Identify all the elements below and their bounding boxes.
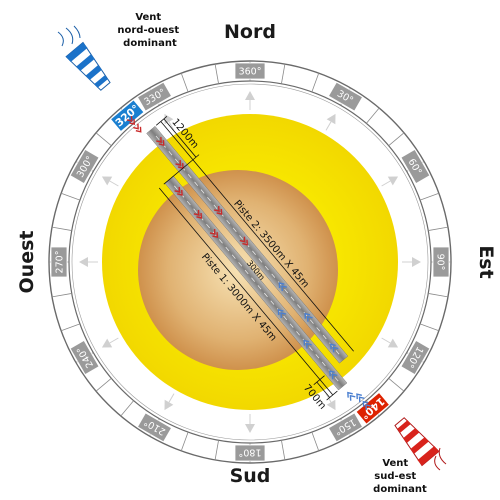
heading-label: 180°: [239, 447, 262, 458]
arrow-landing-southeast-icon: [133, 123, 142, 133]
ring-tick: [95, 378, 112, 392]
label-east: Est: [475, 245, 497, 278]
arrow-landing-northwest-icon: [303, 339, 312, 349]
ring-tick: [60, 192, 81, 201]
dimension-line-1200: [163, 118, 197, 158]
direction-arrow-icon: [402, 257, 421, 267]
ring-tick: [281, 440, 286, 461]
dimension-tick: [326, 390, 338, 401]
arrow-landing-southeast-icon: [213, 205, 223, 215]
heading-box-90: 90°: [432, 246, 450, 278]
ring-tick: [428, 293, 449, 298]
ring-tick: [120, 400, 134, 417]
ring-tick: [51, 226, 72, 231]
heading-label: 270°: [55, 251, 66, 274]
ring-tick: [311, 431, 320, 452]
arrow-landing-southeast-icon: [209, 229, 219, 239]
wind-lines-southeast-icon: [434, 447, 447, 471]
runway-1-length-line: [158, 187, 334, 396]
ring-tick: [366, 107, 380, 124]
arrow-landing-southeast-icon: [174, 186, 183, 196]
direction-arrow-icon: [101, 176, 119, 187]
arrow-landing-northwest-icon: [277, 309, 287, 319]
label-south: Sud: [230, 465, 271, 487]
arrow-landing-southeast-icon: [126, 116, 136, 126]
ring-tick: [419, 323, 440, 332]
runway-2-length-line: [160, 121, 354, 352]
ring-tick: [428, 226, 449, 231]
windsock-southeast-icon: [394, 417, 440, 467]
arrow-landing-southeast-icon: [193, 209, 203, 219]
arrow-landing-northwest-icon: [356, 393, 365, 403]
arrow-landing-northwest-icon: [278, 282, 287, 292]
arrow-landing-northwest-icon: [362, 400, 372, 410]
direction-arrow-icon: [381, 337, 399, 348]
label-west: Ouest: [16, 231, 38, 294]
wind-northwest-label: Vent nord-ouest dominant: [117, 12, 182, 49]
ring-tick: [214, 63, 219, 84]
arrow-landing-northwest-icon: [304, 312, 313, 322]
wind-southeast-label: Vent sud-est dominant: [373, 458, 427, 495]
heading-box-360: 360°: [234, 62, 266, 80]
heading-box-30: 30°: [327, 81, 364, 112]
dimension-tick: [313, 375, 325, 386]
direction-arrow-icon: [245, 91, 255, 110]
ring-tick: [95, 132, 112, 146]
direction-arrow-icon: [245, 414, 255, 433]
windsock-northwest-icon: [65, 41, 111, 91]
dimension-line-700: [316, 381, 331, 398]
direction-arrow-icon: [381, 176, 399, 187]
ring-tick: [180, 431, 189, 452]
ring-tick: [388, 378, 405, 392]
arrow-landing-southeast-icon: [156, 137, 165, 147]
heading-box-180: 180°: [234, 444, 266, 462]
ring-tick: [180, 72, 189, 93]
arrow-landing-northwest-icon: [347, 391, 356, 401]
ring-tick: [311, 72, 320, 93]
arrow-landing-northwest-icon: [329, 370, 338, 380]
arrow-landing-southeast-icon: [239, 236, 249, 246]
label-north: Nord: [224, 21, 276, 43]
direction-arrow-icon: [101, 337, 119, 348]
ring-tick: [214, 440, 219, 461]
ring-tick: [388, 132, 405, 146]
heading-box-60: 60°: [400, 148, 431, 185]
heading-label: 360°: [239, 67, 262, 78]
ring-tick: [419, 192, 440, 201]
dimension-tick: [155, 116, 168, 126]
ring-tick: [51, 293, 72, 298]
heading-label: 90°: [435, 254, 446, 271]
arrow-landing-northwest-icon: [330, 343, 339, 353]
heading-box-270: 270°: [50, 246, 68, 278]
ring-tick: [60, 323, 81, 332]
direction-arrow-icon: [164, 393, 175, 411]
inner-direction-arrows: [79, 91, 421, 433]
direction-arrow-icon: [79, 257, 98, 267]
direction-arrow-icon: [325, 113, 336, 131]
wind-lines-northwest-icon: [57, 25, 81, 47]
ring-tick: [281, 63, 286, 84]
